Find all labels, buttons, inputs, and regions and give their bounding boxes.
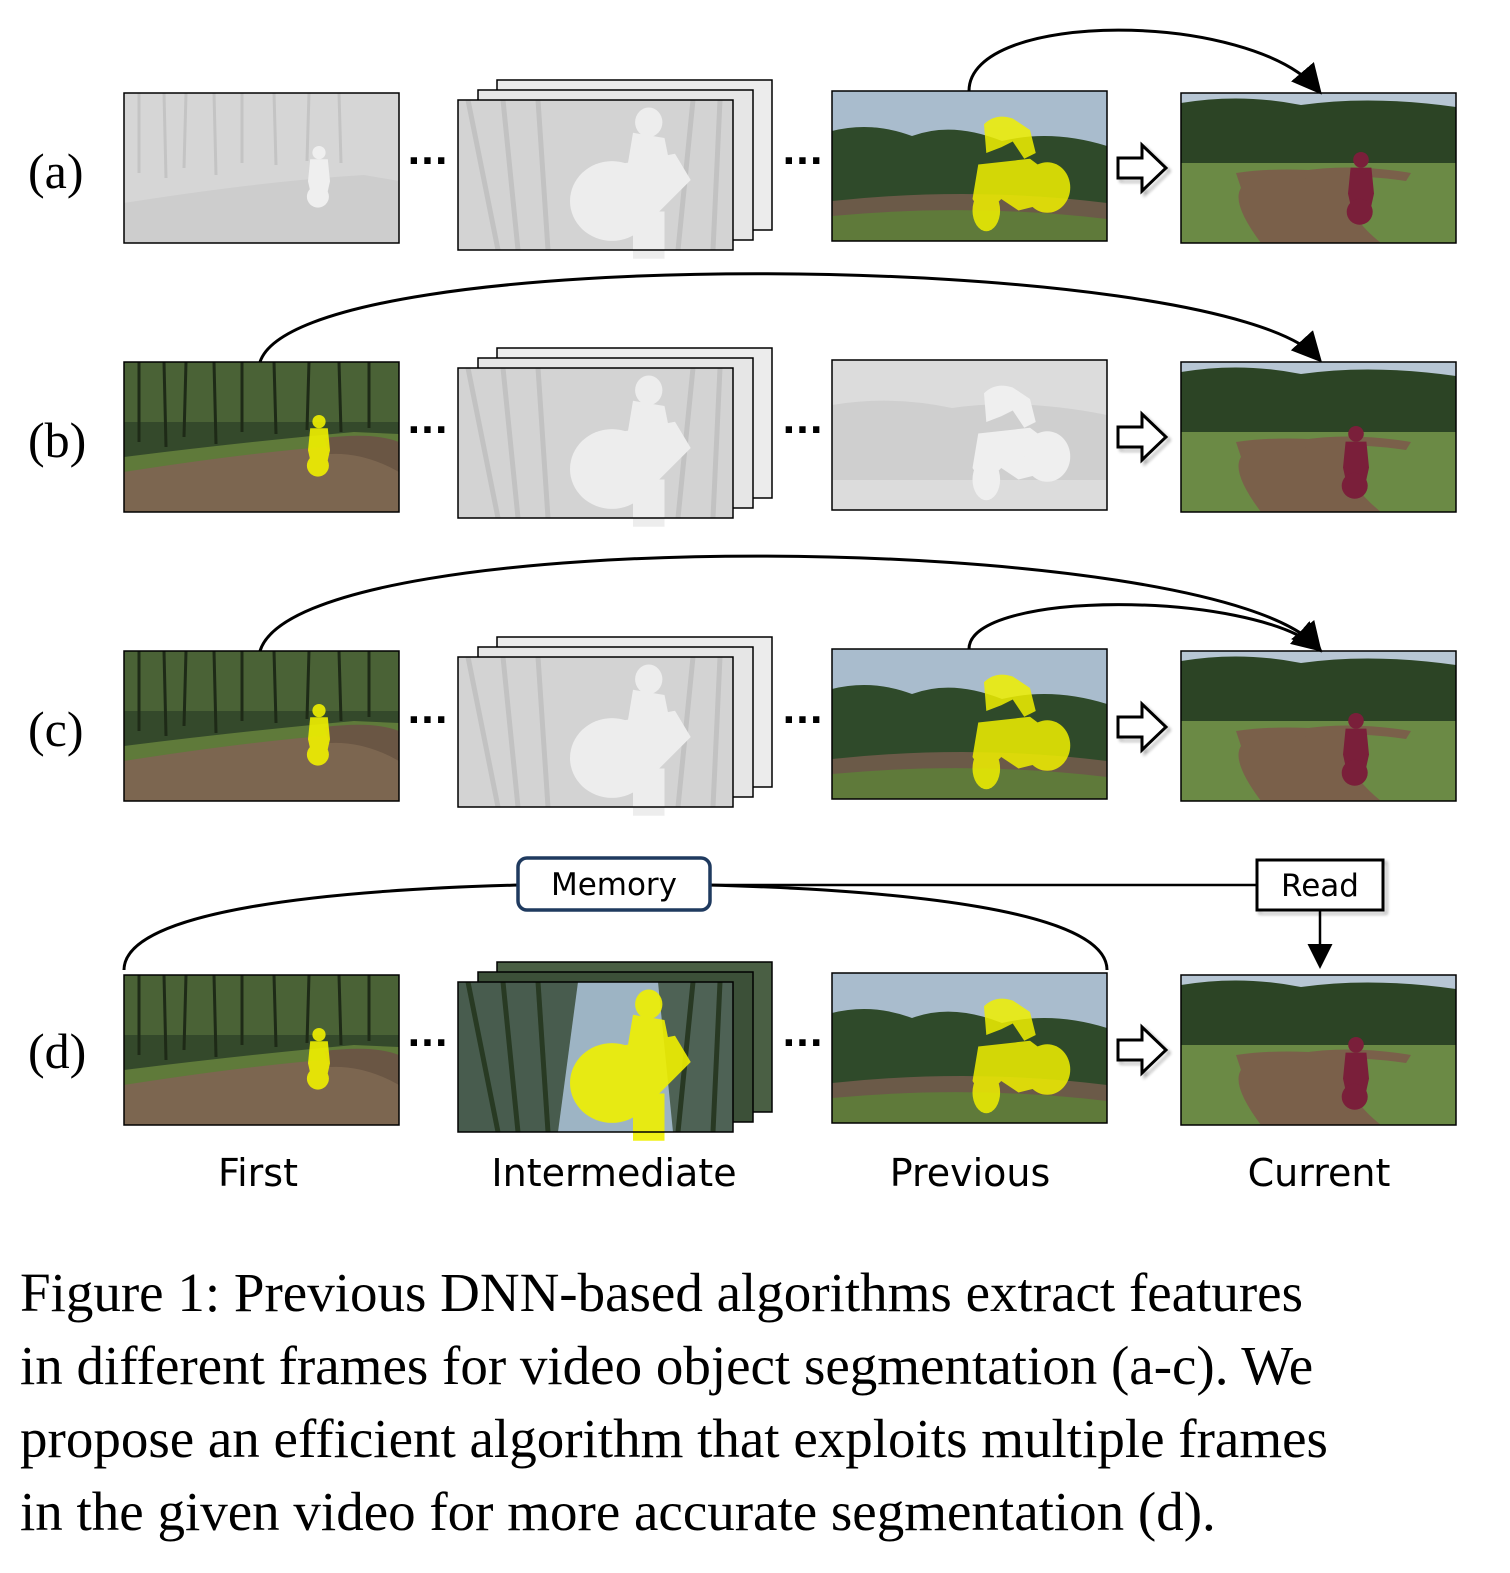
row-d: (d) ··· ··· bbox=[28, 856, 1457, 1141]
column-label-current: Current bbox=[1248, 1151, 1391, 1195]
row-label-c: (c) bbox=[28, 701, 84, 757]
frame-stack-intermediate-a bbox=[458, 79, 773, 259]
memory-arc bbox=[707, 883, 1109, 971]
hollow-arrow-icon bbox=[1116, 410, 1169, 464]
ellipsis: ··· bbox=[407, 410, 448, 451]
arc-first-to-current-b bbox=[258, 272, 1323, 363]
caption-line: in different frames for video object seg… bbox=[20, 1335, 1314, 1396]
memory-box: Memory bbox=[516, 856, 712, 912]
read-box: Read bbox=[1255, 858, 1385, 912]
ellipsis: ··· bbox=[782, 1023, 823, 1064]
caption-line: in the given video for more accurate seg… bbox=[20, 1481, 1216, 1542]
frame-previous-c bbox=[831, 648, 1108, 800]
memory-arc bbox=[122, 883, 521, 971]
ellipsis: ··· bbox=[407, 141, 448, 182]
frame-stack-intermediate-c bbox=[458, 636, 773, 816]
frame-first-a bbox=[122, 91, 401, 245]
memory-label: Memory bbox=[551, 867, 677, 903]
column-label-intermediate: Intermediate bbox=[491, 1151, 736, 1195]
row-label-b: (b) bbox=[28, 412, 86, 468]
arc-first-to-current-c bbox=[258, 554, 1322, 653]
frame-first-c bbox=[122, 649, 401, 803]
figure-caption: Figure 1: Previous DNN-based algorithms … bbox=[20, 1256, 1480, 1548]
frame-previous-d bbox=[831, 972, 1108, 1124]
caption-line: propose an efficient algorithm that expl… bbox=[20, 1408, 1328, 1469]
read-label: Read bbox=[1281, 868, 1359, 904]
ellipsis: ··· bbox=[407, 700, 448, 741]
arc-previous-to-current-c bbox=[967, 603, 1323, 652]
row-a: (a) ··· ··· bbox=[28, 28, 1457, 259]
frame-current-b bbox=[1180, 361, 1457, 513]
frame-stack-intermediate-d bbox=[458, 961, 773, 1141]
frame-current-d bbox=[1180, 974, 1457, 1126]
frame-stack-intermediate-b bbox=[458, 347, 773, 527]
frame-previous-a bbox=[831, 90, 1108, 242]
row-label-d: (d) bbox=[28, 1023, 86, 1079]
frame-current-c bbox=[1180, 650, 1457, 802]
ellipsis: ··· bbox=[782, 141, 823, 182]
frame-first-b bbox=[122, 360, 401, 514]
caption-line: Figure 1: Previous DNN-based algorithms … bbox=[20, 1262, 1303, 1323]
row-b: (b) ··· ··· bbox=[28, 272, 1457, 527]
ellipsis: ··· bbox=[782, 410, 823, 451]
ellipsis: ··· bbox=[782, 700, 823, 741]
arc-previous-to-current-a bbox=[967, 28, 1322, 95]
hollow-arrow-icon bbox=[1116, 700, 1169, 754]
figure-diagram: (a) ··· ··· bbox=[28, 28, 1457, 1195]
column-labels: First Intermediate Previous Current bbox=[218, 1151, 1390, 1195]
row-label-a: (a) bbox=[28, 143, 84, 199]
hollow-arrow-icon bbox=[1116, 1023, 1169, 1077]
frame-current-a bbox=[1180, 92, 1457, 244]
column-label-previous: Previous bbox=[890, 1151, 1051, 1195]
column-label-first: First bbox=[218, 1151, 298, 1195]
ellipsis: ··· bbox=[407, 1023, 448, 1064]
frame-previous-b bbox=[831, 359, 1108, 511]
frame-first-d bbox=[122, 973, 401, 1127]
row-c: (c) ··· ··· bbox=[28, 554, 1457, 816]
hollow-arrow-icon bbox=[1116, 141, 1169, 195]
